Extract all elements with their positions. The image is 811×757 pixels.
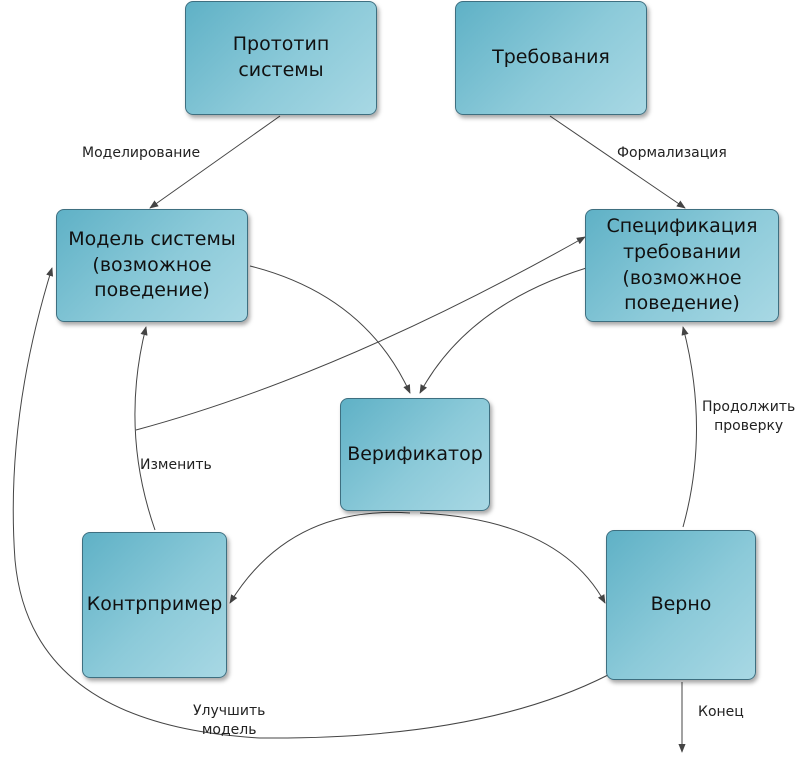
label-modeling: Моделирование — [82, 145, 201, 161]
label-improve-model: Улучшить модель — [193, 703, 266, 738]
node-prototype[interactable]: Прототип системы — [185, 1, 377, 115]
edge-spec-to-verifier — [419, 263, 601, 394]
label-continue-check: Продолжить проверку — [702, 399, 796, 434]
node-requirements[interactable]: Требования — [455, 1, 647, 115]
label-formalization: Формализация — [617, 145, 727, 161]
edge-continue — [681, 326, 697, 528]
label-end: Конец — [698, 704, 744, 720]
node-model[interactable]: Модель системы (возможное поведение) — [56, 209, 248, 322]
node-verifier[interactable]: Верификатор — [340, 398, 490, 511]
edge-verifier-to-counterexample — [229, 511, 411, 604]
edge-verifier-to-correct — [419, 512, 606, 604]
edge-change — [134, 326, 156, 531]
node-spec[interactable]: Спецификация требовании (возможное повед… — [585, 209, 779, 322]
edge-model-to-verifier — [249, 265, 411, 394]
node-counterexample[interactable]: Контрпример — [82, 532, 227, 678]
label-change: Изменить — [140, 457, 212, 473]
edge-improve-model — [12, 267, 609, 739]
node-correct[interactable]: Верно — [606, 530, 756, 680]
edge-modeling — [149, 115, 281, 209]
edge-formalization — [549, 115, 686, 209]
edge-counterexample-to-spec — [135, 236, 586, 431]
